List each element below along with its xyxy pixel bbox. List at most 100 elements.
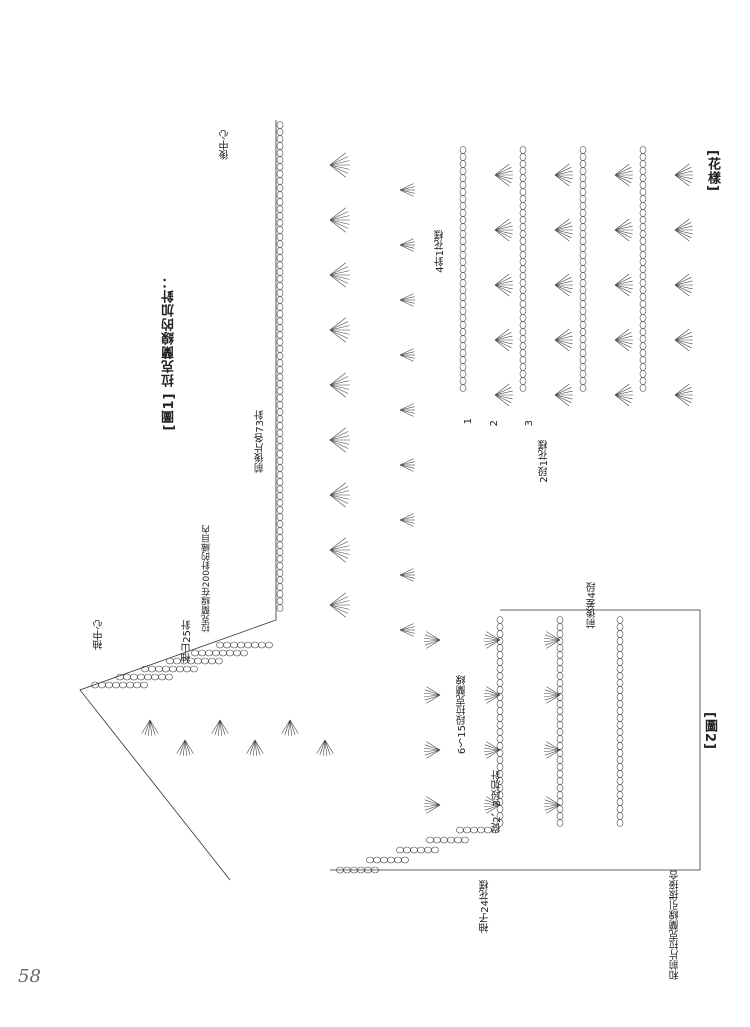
- stitch-stroke: [546, 694, 561, 704]
- chain-stitch: [496, 679, 504, 687]
- stitch-stroke: [149, 719, 153, 736]
- stitch-stroke: [554, 167, 572, 176]
- stitch-stroke: [329, 156, 349, 166]
- chain-stitch: [140, 681, 148, 689]
- chain-stitch: [276, 338, 284, 346]
- stitch-stroke: [494, 394, 510, 407]
- chain-stitch: [198, 649, 206, 657]
- chain-stitch: [276, 506, 284, 514]
- chain-stitch: [459, 279, 467, 287]
- chain-stitch: [459, 181, 467, 189]
- chain-stitch: [459, 230, 467, 238]
- chain-stitch: [556, 798, 564, 806]
- chain-stitch: [276, 233, 284, 241]
- chain-stitch: [459, 384, 467, 392]
- stitch-stroke: [614, 229, 633, 235]
- stitch-stroke: [426, 804, 441, 814]
- figure1-chart: [79, 120, 277, 881]
- chain-stitch: [639, 335, 647, 343]
- chain-stitch: [205, 649, 213, 657]
- chain-stitch: [447, 836, 455, 844]
- stitch-stroke: [424, 639, 441, 643]
- stitch-stroke: [426, 741, 441, 751]
- stitch-stroke: [329, 604, 346, 618]
- stitch-stroke: [494, 163, 510, 176]
- chain-stitch: [496, 707, 504, 715]
- chain-stitch: [276, 408, 284, 416]
- stitch-stroke: [176, 739, 186, 754]
- chain-stitch: [616, 707, 624, 715]
- chain-stitch: [519, 279, 527, 287]
- stitch-stroke: [484, 802, 501, 806]
- stitch-stroke: [614, 328, 630, 341]
- chain-stitch: [276, 359, 284, 367]
- chain-stitch: [496, 616, 504, 624]
- stitch-stroke: [399, 629, 415, 634]
- stitch-stroke: [219, 719, 229, 734]
- chain-stitch: [276, 282, 284, 290]
- chain-stitch: [556, 784, 564, 792]
- chain-stitch: [579, 195, 587, 203]
- stitch-stroke: [424, 694, 441, 701]
- stitch-stroke: [554, 387, 572, 396]
- chain-stitch: [519, 153, 527, 161]
- chain-stitch: [380, 856, 388, 864]
- chain-stitch: [519, 300, 527, 308]
- chain-stitch: [639, 286, 647, 294]
- chain-stitch: [519, 356, 527, 364]
- chain-stitch: [276, 555, 284, 563]
- chain-stitch: [639, 272, 647, 280]
- chain-stitch: [639, 377, 647, 385]
- chain-stitch: [519, 342, 527, 350]
- stitch-stroke: [674, 284, 692, 293]
- stitch-stroke: [614, 339, 633, 345]
- chain-stitch: [276, 415, 284, 423]
- stitch-stroke: [554, 339, 572, 348]
- stitch-stroke: [614, 394, 633, 400]
- chain-stitch: [276, 464, 284, 472]
- chain-stitch: [276, 597, 284, 605]
- chain-stitch: [496, 658, 504, 666]
- stitch-stroke: [494, 277, 512, 286]
- stitch-stroke: [329, 490, 350, 496]
- stitch-stroke: [324, 739, 328, 756]
- chain-stitch: [519, 307, 527, 315]
- stitch-stroke: [219, 719, 226, 736]
- join-label: 和前片拉克蘭線引拔接合: [670, 870, 681, 980]
- chain-stitch: [440, 836, 448, 844]
- chain-stitch: [556, 812, 564, 820]
- pattern-row-1: 1: [463, 418, 474, 425]
- stitch-stroke: [319, 739, 326, 756]
- chain-stitch: [459, 188, 467, 196]
- chain-stitch: [579, 265, 587, 273]
- stitch-stroke: [184, 739, 191, 756]
- stitch-stroke: [329, 325, 350, 331]
- chain-stitch: [276, 380, 284, 388]
- stitch-stroke: [554, 277, 572, 286]
- chain-stitch: [639, 328, 647, 336]
- chain-stitch: [616, 623, 624, 631]
- chain-stitch: [556, 651, 564, 659]
- chain-stitch: [276, 485, 284, 493]
- stitch-stroke: [494, 394, 513, 400]
- chain-stitch: [276, 527, 284, 535]
- chain-stitch: [459, 195, 467, 203]
- chain-stitch: [459, 307, 467, 315]
- stitch-stroke: [674, 280, 693, 286]
- stitch-stroke: [424, 692, 441, 696]
- chain-stitch: [556, 819, 564, 827]
- stitch-stroke: [494, 229, 510, 242]
- stitch-stroke: [252, 739, 256, 756]
- stitch-stroke: [214, 719, 221, 736]
- chain-stitch: [579, 328, 587, 336]
- chain-stitch: [276, 548, 284, 556]
- chain-stitch: [579, 188, 587, 196]
- stitch-stroke: [614, 387, 632, 396]
- chain-stitch: [579, 223, 587, 231]
- stitch-stroke: [544, 639, 561, 643]
- stitch-stroke: [424, 694, 441, 698]
- stitch-stroke: [494, 390, 513, 396]
- stitch-stroke: [614, 394, 630, 407]
- chain-stitch: [276, 212, 284, 220]
- stitch-stroke: [329, 541, 349, 551]
